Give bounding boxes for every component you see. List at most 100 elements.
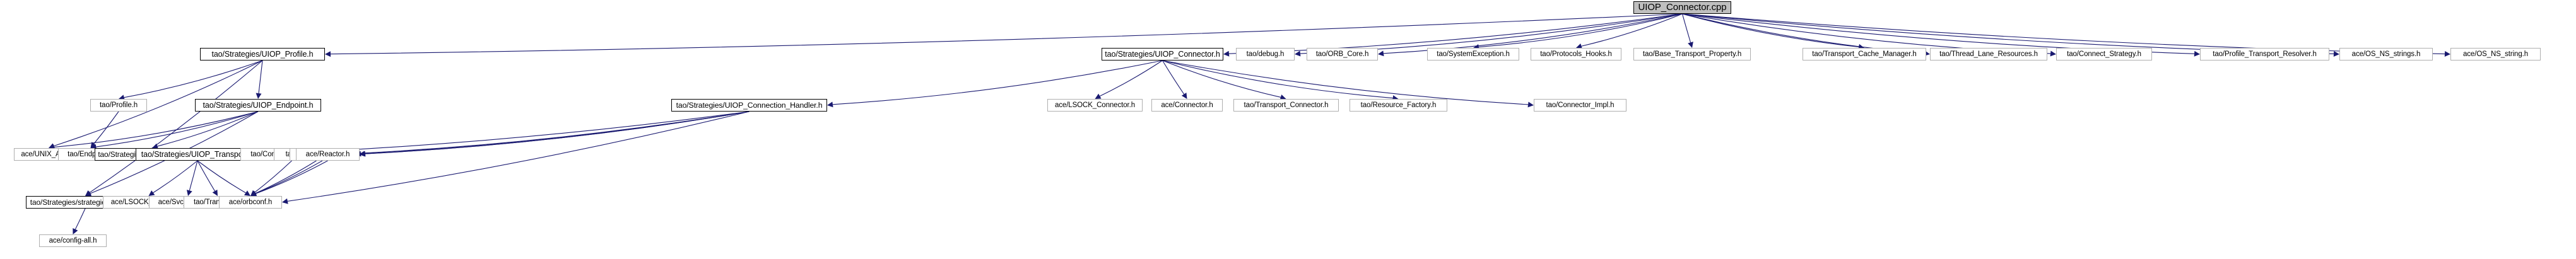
graph-node-label: tao/SystemException.h bbox=[1437, 50, 1510, 58]
graph-edge-arrowhead bbox=[85, 190, 91, 196]
graph-node-label: tao/Thread_Lane_Resources.h bbox=[1939, 50, 2038, 58]
graph-edge-arrowhead bbox=[325, 51, 331, 57]
graph-node-label: tao/Resource_Factory.h bbox=[1360, 101, 1437, 109]
graph-edge bbox=[54, 111, 259, 147]
graph-node-os-ns-string-h[interactable]: ace/OS_NS_string.h bbox=[2450, 48, 2541, 60]
graph-edge bbox=[254, 160, 292, 193]
graph-edge bbox=[189, 160, 198, 191]
graph-node-label: ace/Connector.h bbox=[1161, 101, 1213, 109]
graph-node-label: tao/Strategies/UIOP_Profile.h bbox=[211, 50, 314, 59]
graph-node-label: ace/Reactor.h bbox=[305, 151, 350, 158]
graph-node-uiop-endpoint-h[interactable]: tao/Strategies/UIOP_Endpoint.h bbox=[195, 99, 321, 112]
graph-node-label: ace/OS_NS_string.h bbox=[2462, 50, 2529, 58]
graph-node-protocols-hooks-h[interactable]: tao/Protocols_Hooks.h bbox=[1531, 48, 1621, 60]
graph-node-label: tao/Transport_Connector.h bbox=[1244, 101, 1329, 109]
graph-node-label: ace/OS_NS_strings.h bbox=[2351, 50, 2421, 58]
graph-node-uiop-conn-handler[interactable]: tao/Strategies/UIOP_Connection_Handler.h bbox=[671, 99, 827, 112]
graph-edge bbox=[124, 60, 263, 98]
graph-node-orbconf-h[interactable]: ace/orbconf.h bbox=[219, 196, 282, 209]
graph-node-root[interactable]: UIOP_Connector.cpp bbox=[1633, 1, 1731, 14]
graph-edge bbox=[1478, 13, 1683, 48]
graph-edge bbox=[197, 160, 216, 192]
graph-edge bbox=[1162, 60, 1393, 99]
graph-node-uiop-connector-h[interactable]: tao/Strategies/UIOP_Connector.h bbox=[1102, 48, 1223, 60]
graph-edge bbox=[1681, 13, 1691, 43]
graph-edge-arrowhead bbox=[827, 101, 833, 108]
graph-edge bbox=[96, 111, 259, 147]
graph-edge-arrowhead bbox=[1378, 50, 1384, 57]
graph-edge bbox=[832, 60, 1163, 105]
graph-edge-arrowhead bbox=[90, 142, 97, 148]
graph-edge-arrowhead bbox=[2194, 50, 2200, 57]
graph-node-orb-core-h[interactable]: tao/ORB_Core.h bbox=[1307, 48, 1378, 60]
graph-node-profile-h[interactable]: tao/Profile.h bbox=[90, 99, 147, 112]
graph-node-ptr-h[interactable]: tao/Profile_Transport_Resolver.h bbox=[2200, 48, 2329, 60]
graph-edge bbox=[1682, 13, 1859, 47]
graph-node-label: tao/Strategies/UIOP_Transport.h bbox=[141, 150, 254, 159]
graph-edge-arrowhead bbox=[2050, 50, 2056, 57]
graph-node-systemexception-h[interactable]: tao/SystemException.h bbox=[1427, 48, 1519, 60]
graph-node-connector-impl-h[interactable]: tao/Connector_Impl.h bbox=[1534, 99, 1626, 112]
graph-edge-arrowhead bbox=[282, 198, 288, 204]
graph-node-label: tao/Strategies/UIOP_Endpoint.h bbox=[203, 101, 314, 110]
graph-node-label: tao/Strategies/UIOP_Connector.h bbox=[1105, 50, 1220, 59]
graph-node-label: ace/LSOCK_Connector.h bbox=[1054, 101, 1136, 109]
graph-node-reactor-h[interactable]: ace/Reactor.h bbox=[296, 148, 360, 161]
graph-node-config-all-h[interactable]: ace/config-all.h bbox=[39, 234, 107, 247]
graph-node-debug-h[interactable]: tao/debug.h bbox=[1236, 48, 1295, 60]
graph-node-transport-conn-h[interactable]: tao/Transport_Connector.h bbox=[1233, 99, 1339, 112]
graph-edge bbox=[1162, 60, 1281, 98]
graph-edge-arrowhead bbox=[250, 190, 257, 196]
graph-node-label: tao/Profile.h bbox=[99, 101, 138, 109]
graph-edge-arrowhead bbox=[1223, 50, 1230, 57]
graph-edge bbox=[1162, 60, 1529, 105]
graph-node-lsock-connector-h[interactable]: ace/LSOCK_Connector.h bbox=[1047, 99, 1143, 112]
graph-node-label: tao/ORB_Core.h bbox=[1315, 50, 1369, 58]
graph-edge bbox=[1162, 60, 1185, 95]
graph-edge bbox=[255, 160, 317, 194]
graph-edge bbox=[1581, 13, 1683, 47]
graph-node-uiop-transport-h[interactable]: tao/Strategies/UIOP_Transport.h bbox=[136, 148, 259, 161]
graph-edge bbox=[89, 60, 263, 193]
graph-edge bbox=[74, 208, 86, 230]
graph-node-tcm-h[interactable]: tao/Transport_Cache_Manager.h bbox=[1803, 48, 1926, 60]
graph-node-label: ace/orbconf.h bbox=[228, 199, 273, 206]
graph-node-label: tao/Profile_Transport_Resolver.h bbox=[2213, 50, 2317, 58]
graph-node-os-ns-strings-h[interactable]: ace/OS_NS_strings.h bbox=[2339, 48, 2433, 60]
graph-edge-arrowhead bbox=[1527, 101, 1534, 108]
graph-edge-arrowhead bbox=[2444, 51, 2450, 57]
graph-edge bbox=[93, 111, 119, 144]
graph-node-uiop-profile[interactable]: tao/Strategies/UIOP_Profile.h bbox=[200, 48, 325, 60]
graph-node-label: tao/Strategies/UIOP_Connection_Handler.h bbox=[676, 101, 823, 110]
graph-edge-arrowhead bbox=[73, 227, 78, 234]
graph-edge-arrowhead bbox=[1095, 93, 1102, 99]
graph-node-label: tao/Protocols_Hooks.h bbox=[1540, 50, 1612, 58]
graph-edge-arrowhead bbox=[85, 191, 92, 197]
graph-node-connect-strategy-h[interactable]: tao/Connect_Strategy.h bbox=[2056, 48, 2152, 60]
graph-node-connector-h[interactable]: ace/Connector.h bbox=[1151, 99, 1223, 112]
graph-edge-arrowhead bbox=[256, 93, 262, 99]
graph-edge-arrowhead bbox=[250, 190, 257, 196]
graph-edge bbox=[153, 160, 198, 193]
graph-edge-arrowhead bbox=[1181, 92, 1187, 99]
graph-node-tlr-h[interactable]: tao/Thread_Lane_Resources.h bbox=[1930, 48, 2047, 60]
graph-edge-arrowhead bbox=[1688, 42, 1693, 48]
graph-edge-arrowhead bbox=[1295, 50, 1301, 57]
graph-edge-arrowhead bbox=[148, 190, 155, 196]
graph-edge-arrowhead bbox=[359, 151, 365, 157]
graph-edge bbox=[255, 160, 323, 194]
graph-node-label: UIOP_Connector.cpp bbox=[1638, 2, 1727, 13]
graph-edge bbox=[258, 60, 263, 94]
graph-edge-arrowhead bbox=[244, 190, 250, 196]
graph-edge-arrowhead bbox=[2333, 50, 2339, 57]
graph-edge-arrowhead bbox=[186, 190, 192, 196]
graph-edge bbox=[360, 111, 750, 154]
graph-node-base-transport-h[interactable]: tao/Base_Transport_Property.h bbox=[1633, 48, 1751, 60]
graph-node-resource-factory-h[interactable]: tao/Resource_Factory.h bbox=[1350, 99, 1447, 112]
graph-edge bbox=[364, 111, 750, 154]
graph-edge bbox=[348, 111, 750, 154]
graph-node-label: tao/debug.h bbox=[1246, 50, 1285, 58]
graph-node-label: ace/config-all.h bbox=[49, 237, 97, 245]
